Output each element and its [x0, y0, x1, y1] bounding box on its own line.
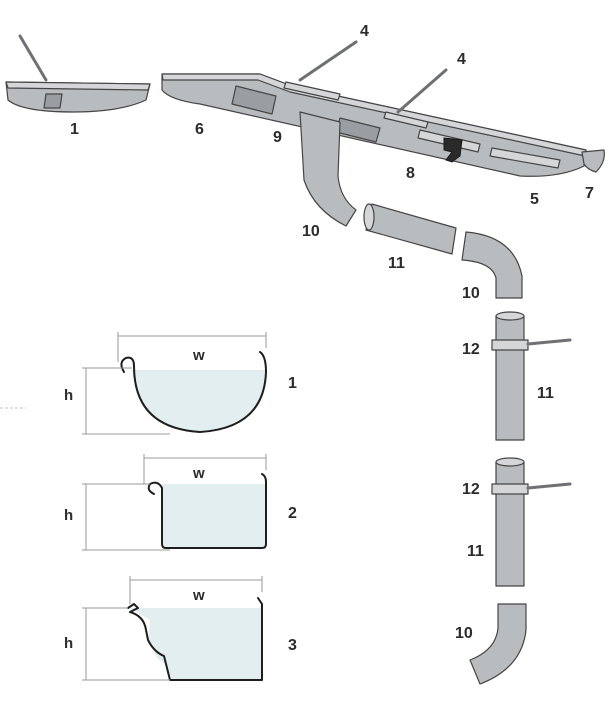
profile-half-round: w h 1: [64, 332, 297, 435]
label-end-cap-left: 6: [195, 121, 204, 138]
profile-2-height-label: h: [64, 507, 73, 524]
label-outlet: 9: [273, 129, 282, 146]
label-hanger-a: 4: [360, 23, 369, 40]
label-pipe-lower: 11: [467, 543, 484, 560]
profile-1-height-label: h: [64, 387, 73, 404]
end-cap-right: [581, 149, 605, 173]
label-gutter-left: 1: [70, 121, 79, 138]
downpipe-segment-upper: [495, 311, 525, 441]
label-pipe-mid: 11: [388, 255, 405, 272]
profile-3-width-label: w: [192, 587, 205, 604]
profile-box: w h 2: [64, 454, 297, 551]
pipe-clamp-lower: [491, 482, 572, 495]
downpipe-elbow-upper: [299, 111, 357, 227]
label-clamp-lower: 12: [462, 481, 480, 498]
profile-1-number: 1: [288, 375, 297, 392]
profile-1-width-label: w: [192, 347, 205, 364]
label-clamp-upper: 12: [462, 341, 480, 358]
downpipe-elbow-right: [461, 231, 523, 299]
gutter-connector-seal: [443, 137, 463, 163]
label-gutter-right: 5: [530, 191, 539, 208]
gutter-segment-left: [5, 34, 151, 113]
label-hanger-b: 4: [457, 51, 466, 68]
profile-ogee: w h 3: [64, 576, 297, 681]
label-elbow-bottom: 10: [455, 625, 473, 642]
label-elbow-right: 10: [462, 285, 480, 302]
profile-3-number: 3: [288, 637, 297, 654]
downpipe-segment-lower: [495, 457, 525, 587]
label-end-cap-right: 7: [585, 185, 594, 202]
profile-2-number: 2: [288, 505, 297, 522]
profile-3-height-label: h: [64, 635, 73, 652]
label-connector: 8: [406, 165, 415, 182]
downpipe-elbow-bottom: [469, 603, 527, 685]
label-pipe-upper: 11: [537, 385, 554, 402]
gutter-segment-main: [161, 73, 587, 177]
profile-2-width-label: w: [192, 465, 205, 482]
downpipe-segment-mid: [365, 203, 457, 255]
label-elbow-upper: 10: [302, 223, 320, 240]
hanger-bracket-a: [283, 40, 358, 101]
hanger-bracket-b: [383, 68, 448, 129]
pipe-clamp-upper: [491, 338, 572, 351]
